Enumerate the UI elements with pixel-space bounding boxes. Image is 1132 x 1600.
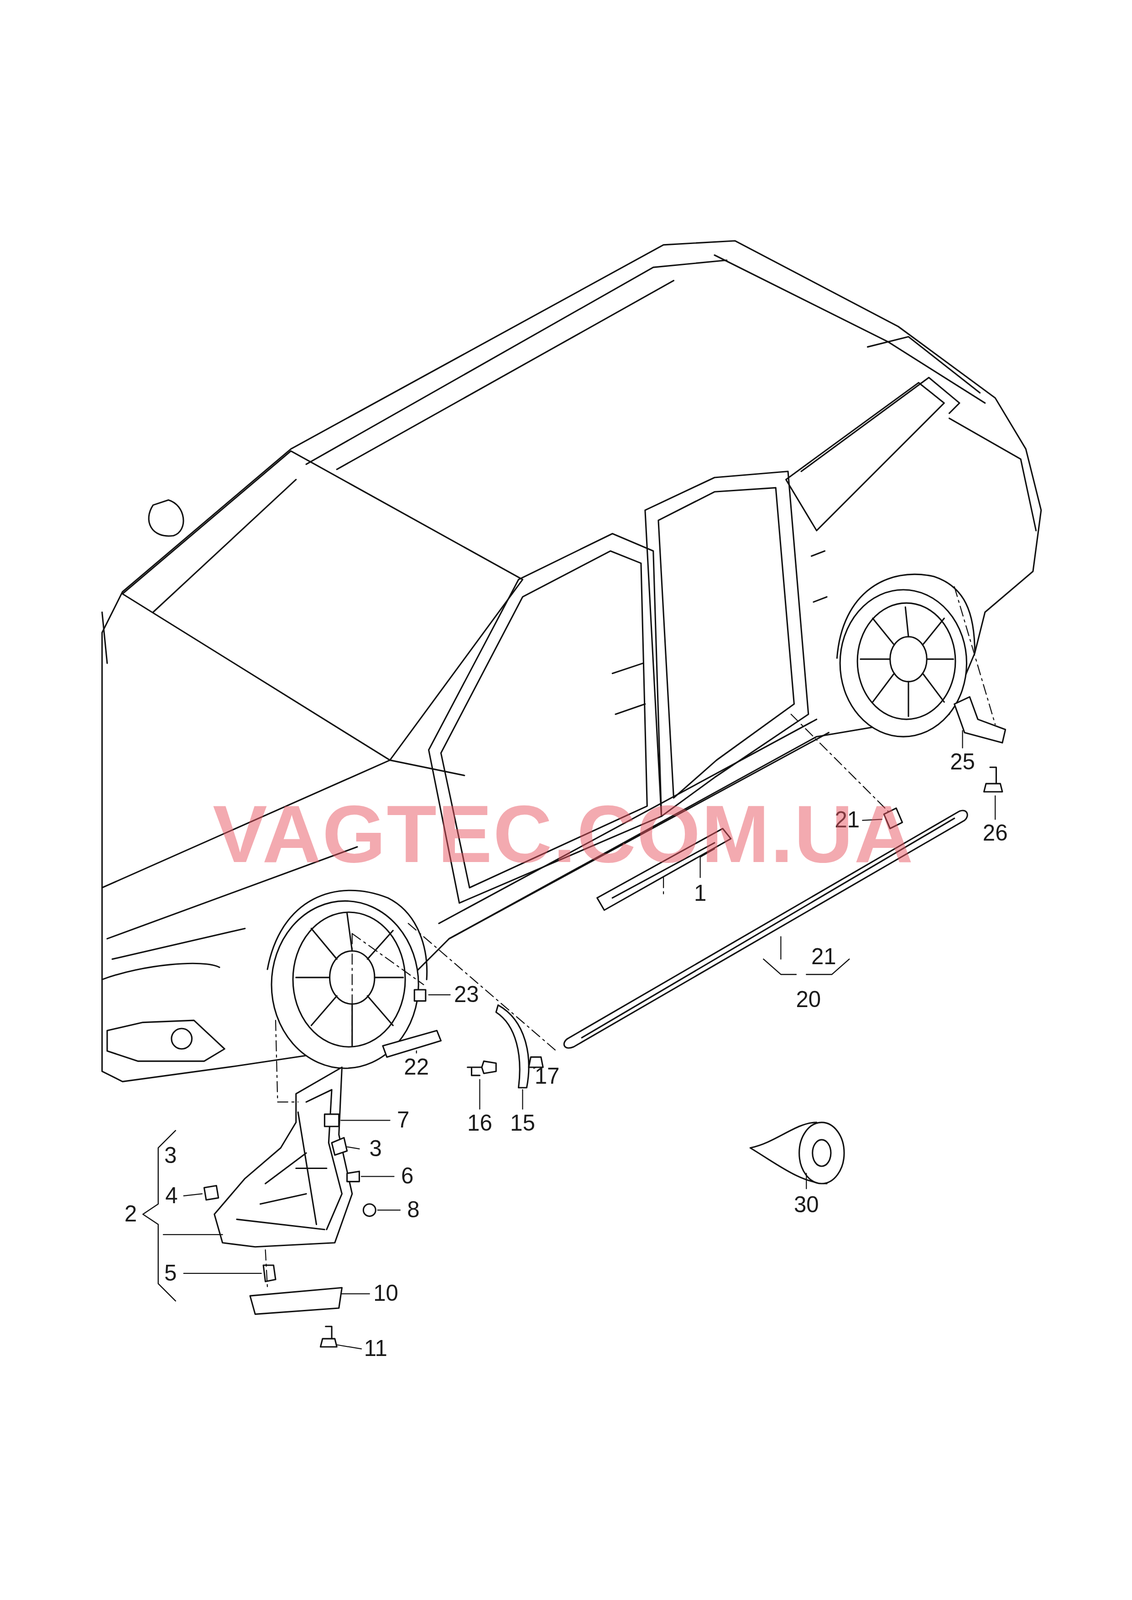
callout-number: 7 <box>396 1109 410 1132</box>
callout-number: 17 <box>534 1065 560 1089</box>
callout-number: 8 <box>406 1199 420 1222</box>
callout-number: 1 <box>693 882 707 906</box>
callout-number: 30 <box>793 1194 820 1217</box>
callout-number: 4 <box>165 1184 178 1208</box>
callout-number: 16 <box>467 1112 493 1135</box>
callout-number: 6 <box>401 1165 414 1189</box>
callout-number: 22 <box>403 1056 429 1079</box>
callout-number: 2 <box>124 1203 137 1226</box>
callout-number: 3 <box>369 1137 382 1161</box>
callout-number: 25 <box>949 751 976 774</box>
callout-number: 26 <box>982 822 1008 846</box>
callout-number: 11 <box>364 1338 388 1361</box>
callout-number: 23 <box>453 984 480 1007</box>
callout-number: 3 <box>164 1145 177 1168</box>
callout-number: 21 <box>811 946 837 969</box>
callout-number: 10 <box>373 1283 399 1306</box>
callout-number: 20 <box>795 989 821 1012</box>
watermark: VAGTEC.COM.UA <box>212 793 914 876</box>
callout-number: 5 <box>164 1262 177 1285</box>
callout-number: 15 <box>510 1112 536 1135</box>
